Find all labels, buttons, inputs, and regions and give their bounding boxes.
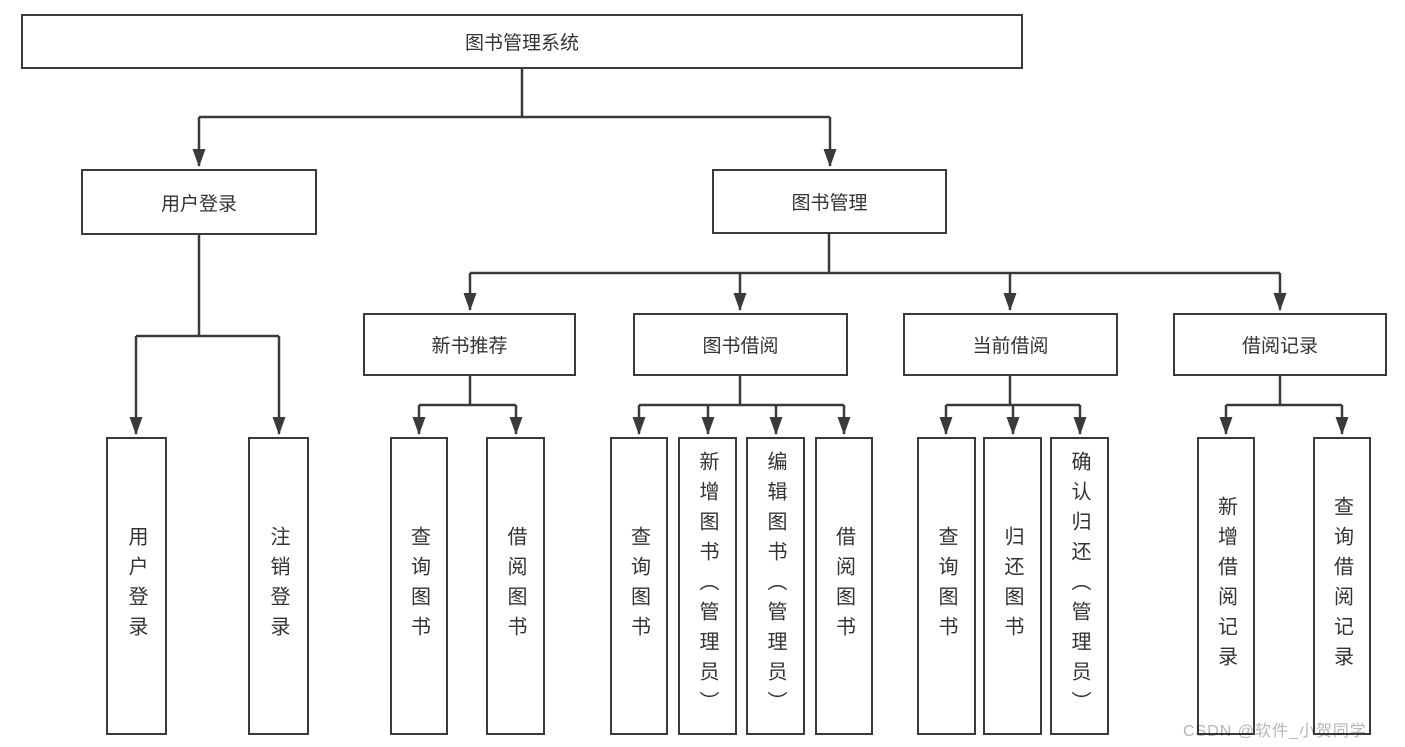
leaf-return-books: 归还图书 xyxy=(983,437,1042,735)
leaf-recommend-borrow-books: 借阅图书 xyxy=(486,437,545,735)
leaf-borrow-borrow-books: 借阅图书 xyxy=(815,437,873,735)
leaf-confirm-return-admin: 确认归还（管理员） xyxy=(1050,437,1109,735)
node-new-book-recommend: 新书推荐 xyxy=(363,313,576,376)
node-user-login: 用户登录 xyxy=(81,169,317,235)
leaf-recommend-query-books: 查询图书 xyxy=(390,437,448,735)
leaf-add-borrow-record: 新增借阅记录 xyxy=(1197,437,1255,735)
watermark: CSDN @软件_小贺同学 xyxy=(1183,723,1367,740)
node-root: 图书管理系统 xyxy=(21,14,1023,69)
node-book-management: 图书管理 xyxy=(712,169,947,234)
leaf-current-query-books: 查询图书 xyxy=(917,437,976,735)
leaf-logout: 注销登录 xyxy=(248,437,309,735)
leaf-query-borrow-record: 查询借阅记录 xyxy=(1313,437,1371,735)
leaf-user-login: 用户登录 xyxy=(106,437,167,735)
node-current-borrowing: 当前借阅 xyxy=(903,313,1118,376)
leaf-edit-book-admin: 编辑图书（管理员） xyxy=(746,437,805,735)
leaf-add-book-admin: 新增图书（管理员） xyxy=(678,437,737,735)
node-book-borrowing: 图书借阅 xyxy=(633,313,848,376)
leaf-borrow-query-books: 查询图书 xyxy=(610,437,668,735)
node-borrowing-records: 借阅记录 xyxy=(1173,313,1387,376)
